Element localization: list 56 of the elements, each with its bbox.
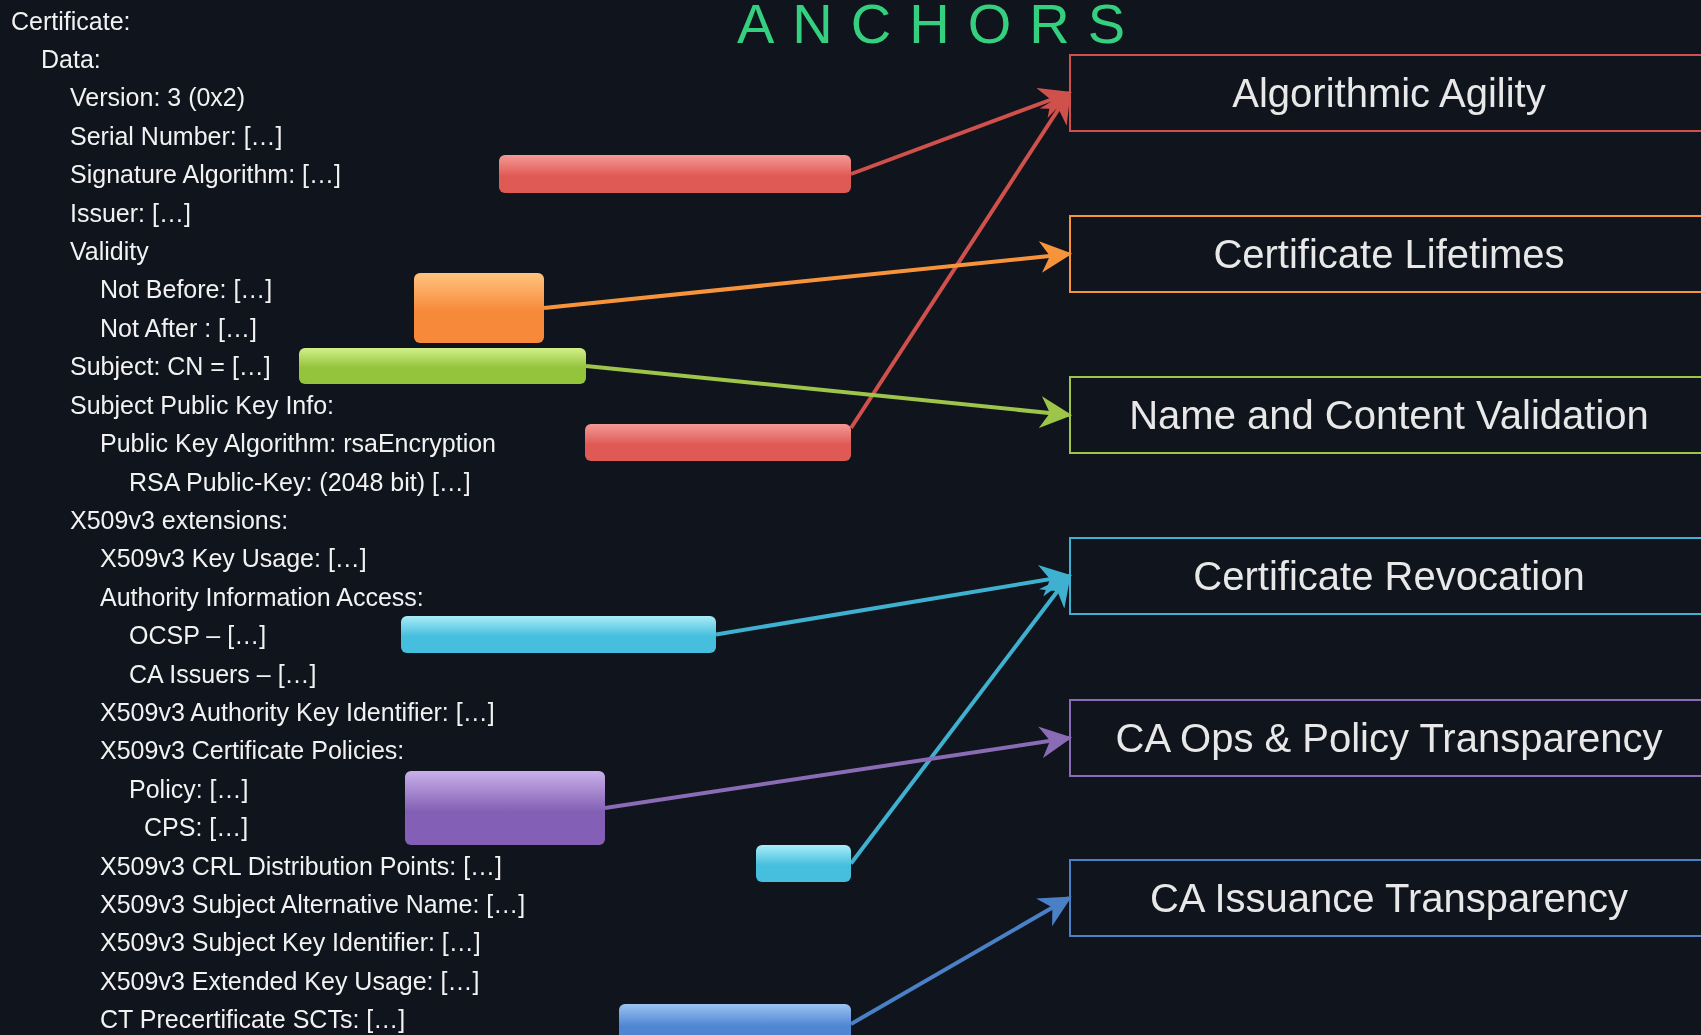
arrow [543,241,1073,310]
highlight-bar [405,771,605,845]
certificate-field-text: Data: [41,44,101,74]
certificate-field-text: Authority Information Access: [100,581,424,612]
certificate-field-text: CA Issuers – […] [129,658,317,689]
certificate-field-text: Not After : […] [100,312,257,343]
certificate-field-text: OCSP – […] [129,620,267,651]
certificate-field-text: Issuer: […] [70,197,191,228]
category-title: Certificate Revocation [1193,553,1585,599]
certificate-field-text: CT Precertificate SCTs: […] [100,1004,406,1035]
certificate-field-text: Policy: […] [129,773,249,804]
certificate-field-text: X509v3 Extended Key Usage: […] [100,965,480,996]
category-box [1069,537,1701,615]
category-title: CA Ops & Policy Transparency [1115,715,1663,761]
arrow [585,364,1073,428]
category-box [1069,859,1701,937]
arrow [850,88,1072,176]
certificate-field-text: Certificate: [11,5,131,36]
certificate-field-text: X509v3 Key Usage: […] [100,543,367,574]
certificate-field-text: X509v3 Certificate Policies: [100,735,405,766]
category-box [1069,699,1701,777]
highlight-bar [619,1004,851,1035]
certificate-field-text: Not Before: […] [100,274,273,305]
highlight-bar [499,155,851,193]
arrow [715,564,1073,637]
certificate-field-text: CPS: […] [144,812,249,843]
category-title: Algorithmic Agility [1232,70,1546,116]
certificate-field-text: Version: 3 (0x2) [70,82,246,113]
certificate-field-text: Signature Algorithm: […] [70,159,341,190]
category-box [1069,54,1701,132]
category-box [1069,215,1701,293]
certificate-field-text: Validity [70,236,149,267]
category-title: CA Issuance Transparency [1150,875,1628,921]
arrow [849,90,1071,430]
certificate-field-text: X509v3 Authority Key Identifier: […] [100,696,495,727]
highlight-bar [585,424,851,461]
category-title: Certificate Lifetimes [1213,231,1565,277]
arrow [604,726,1073,810]
certificate-field-text: Serial Number: […] [70,120,283,151]
certificate-field-text: Subject: CN = […] [70,351,271,382]
title: ANCHORS [736,0,1144,54]
highlight-bar [756,845,851,882]
certificate-field-text: X509v3 Subject Alternative Name: […] [100,889,526,919]
certificate-field-text: Subject Public Key Info: [70,389,335,420]
category-box [1069,376,1701,454]
arrow [849,573,1071,865]
arrow [850,896,1072,1026]
certificate-field-text: Public Key Algorithm: rsaEncryption [100,428,496,459]
certificate-field-text: X509v3 CRL Distribution Points: […] [100,850,503,881]
highlight-bar [401,616,716,653]
certificate-field-text: X509v3 Subject Key Identifier: […] [100,927,481,958]
certificate-field-text: X509v3 extensions: [70,504,289,535]
certificate-field-text: RSA Public-Key: (2048 bit) […] [129,466,471,497]
highlight-bar [299,348,586,384]
category-title: Name and Content Validation [1129,392,1649,438]
highlight-bar [414,273,544,343]
